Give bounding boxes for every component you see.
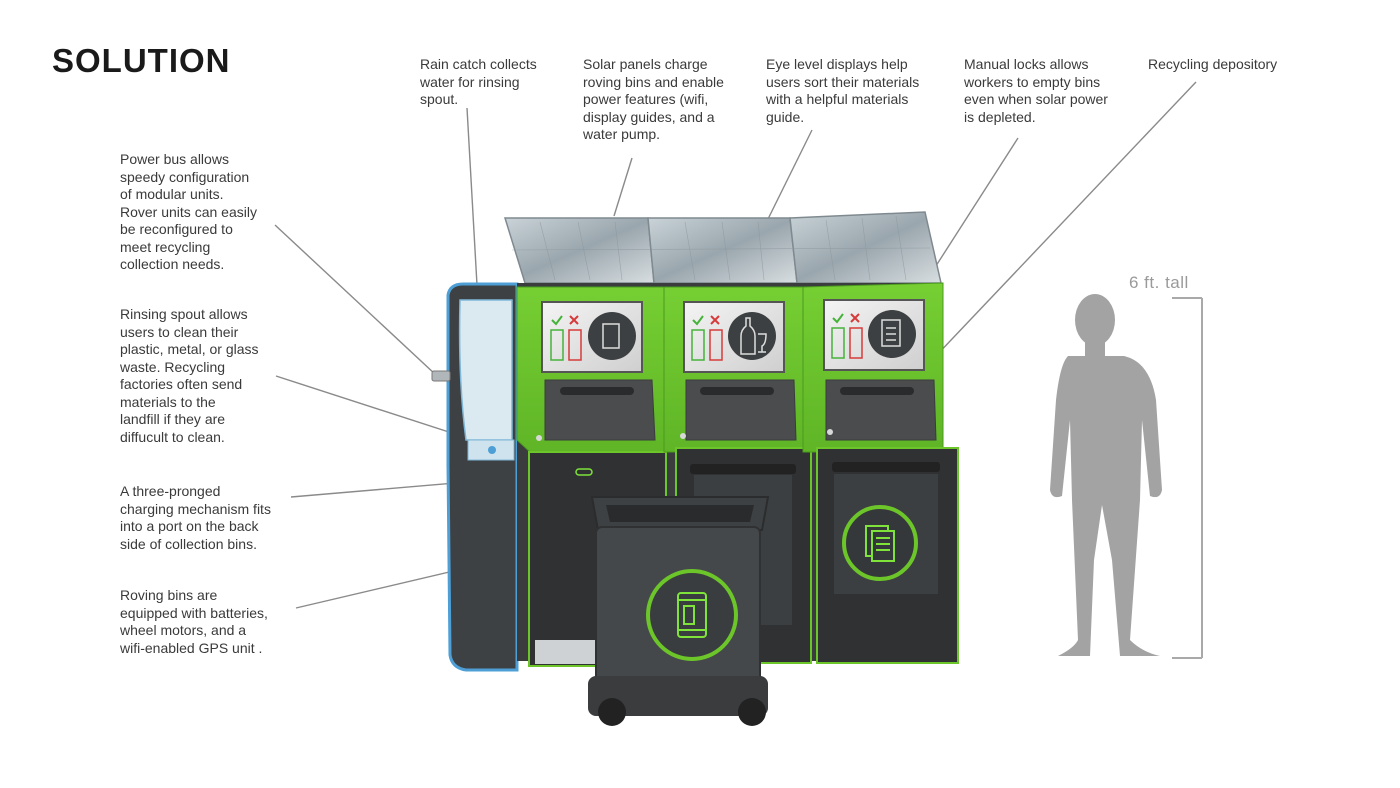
charging-port (575, 468, 593, 476)
check-icon (832, 313, 844, 324)
lock-2 (680, 433, 686, 439)
roving-bin (588, 496, 770, 726)
cross-icon (569, 315, 579, 325)
screen-graphics (550, 310, 916, 361)
recycling-depository-annotation: Recycling depository (1148, 56, 1278, 72)
cross-icon (850, 313, 860, 323)
leader-depository (914, 81, 1197, 379)
leader-power-bus (274, 224, 437, 376)
can-icon (677, 592, 707, 638)
page-title: SOLUTION (52, 42, 231, 79)
screen-1 (550, 312, 636, 361)
wheel-right (738, 698, 766, 726)
rinsing-spout-module (431, 282, 519, 672)
collection-unit-3 (802, 282, 959, 664)
check-icon (551, 315, 563, 326)
screen-3 (831, 310, 916, 359)
height-scale (1172, 297, 1203, 659)
leader-solar-panels (613, 157, 633, 217)
charging-mechanism-annotation: A three-pronged charging mechanism fits … (120, 483, 271, 552)
lock-3 (827, 429, 833, 435)
solar-panels-annotation: Solar panels charge roving bins and enab… (583, 56, 724, 142)
power-bus-annotation: Power bus allows speedy configuration of… (120, 151, 257, 272)
glass-icon (758, 333, 767, 353)
human-silhouette (1050, 294, 1162, 656)
manual-locks-annotation: Manual locks allows workers to empty bin… (964, 56, 1108, 125)
height-label: 6 ft. tall (1129, 273, 1189, 292)
eye-level-displays-annotation: Eye level displays help users sort their… (766, 56, 920, 125)
wheel-left (598, 698, 626, 726)
paper-icon (881, 319, 901, 347)
screen-2 (691, 312, 776, 361)
solar-panel-array (503, 211, 942, 284)
paper-icon (865, 525, 895, 562)
cross-icon (710, 315, 720, 325)
rinsing-spout-annotation: Rinsing spout allows users to clean thei… (120, 306, 259, 445)
bottle-icon (740, 317, 756, 355)
lock-1 (536, 435, 542, 441)
leader-rain-catch (466, 107, 478, 286)
can-icon (602, 323, 620, 349)
power-bus-port (431, 370, 451, 382)
roving-bins-annotation: Roving bins are equipped with batteries,… (120, 587, 268, 656)
rain-catch-annotation: Rain catch collects water for rinsing sp… (420, 56, 537, 107)
check-icon (692, 315, 704, 326)
